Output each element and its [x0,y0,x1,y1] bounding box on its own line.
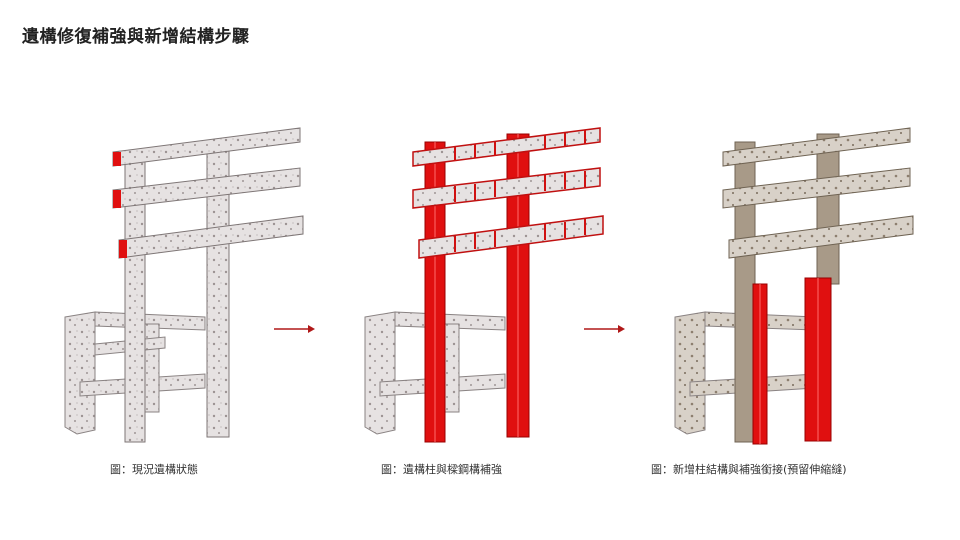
new-steel-columns [752,277,832,445]
caption-steel-reinforcement: 圖：遺構柱與樑鋼構補強 [381,463,502,476]
steel-columns [424,133,530,443]
reinforced-structure-illustration [364,127,604,443]
caption-existing-ruin: 圖：現況遺構狀態 [110,463,198,476]
figure-new-columns [665,112,915,457]
new-column-structure-illustration [674,127,914,445]
beams [112,127,304,259]
beams-with-steel [412,127,604,259]
caption-new-columns: 圖：新增柱結構與補強銜接(預留伸縮縫) [651,463,847,476]
arrow-step2-to-step3 [582,320,626,333]
weathered-columns [734,133,840,443]
lower-frame [674,311,816,435]
figure-steel-reinforcement [355,112,605,457]
figure-existing-ruin [55,112,305,457]
arrow-step1-to-step2 [272,320,316,333]
beams [722,127,914,259]
ruin-structure-illustration [64,127,304,443]
page-title: 遺構修復補強與新增結構步驟 [22,27,250,47]
